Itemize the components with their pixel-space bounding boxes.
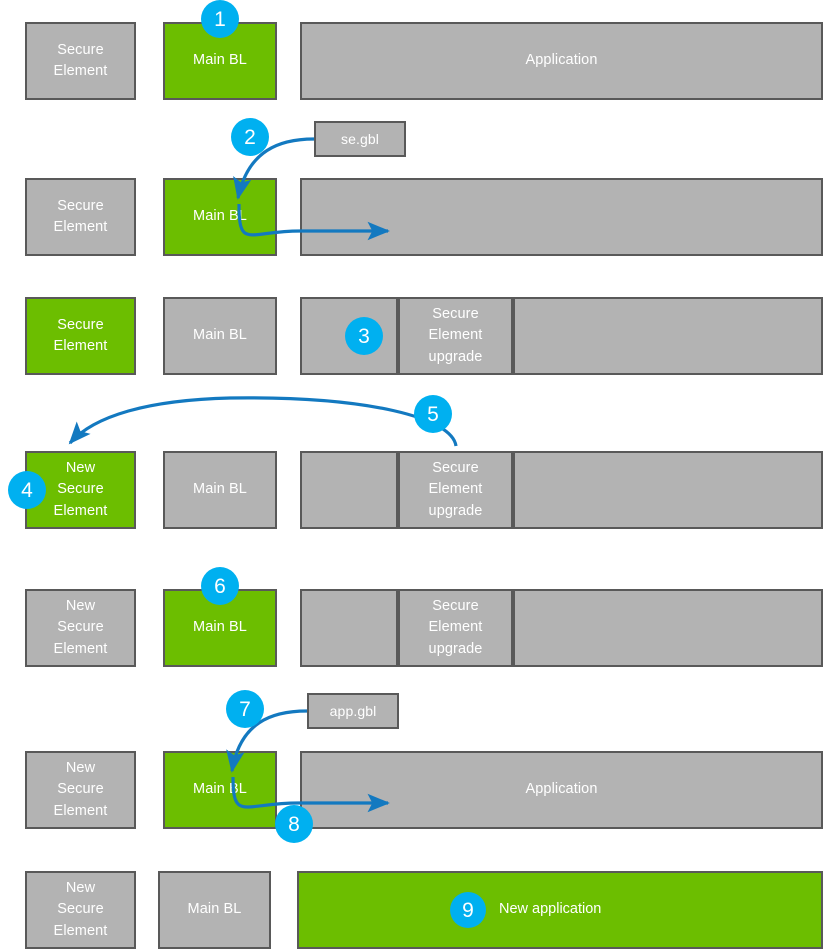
row7-main-bl-box: Main BL bbox=[158, 871, 271, 949]
row2-application-box bbox=[300, 178, 823, 256]
row2-secure-element-box: Secure Element bbox=[25, 178, 136, 256]
row7-new-application-box bbox=[297, 871, 823, 949]
row3-app-segment-right bbox=[513, 297, 823, 375]
row5-app-segment-right bbox=[513, 589, 823, 667]
step-badge-4: 4 bbox=[8, 471, 46, 509]
row2-main-bl-box: Main BL bbox=[163, 178, 277, 256]
row6-new-secure-element-box: New Secure Element bbox=[25, 751, 136, 829]
row5-new-secure-element-box: New Secure Element bbox=[25, 589, 136, 667]
row6-app-gbl-file-box: app.gbl bbox=[307, 693, 399, 729]
row4-app-segment-right bbox=[513, 451, 823, 529]
row1-secure-element-box: Secure Element bbox=[25, 22, 136, 100]
row4-app-segment-left bbox=[300, 451, 398, 529]
step-badge-9: 9 bbox=[450, 892, 486, 928]
row3-secure-element-box: Secure Element bbox=[25, 297, 136, 375]
row3-secure-element-upgrade-segment: Secure Element upgrade bbox=[398, 297, 513, 375]
row7-new-secure-element-box: New Secure Element bbox=[25, 871, 136, 949]
step-badge-3: 3 bbox=[345, 317, 383, 355]
row2-se-gbl-file-box: se.gbl bbox=[314, 121, 406, 157]
row3-main-bl-box: Main BL bbox=[163, 297, 277, 375]
step-badge-8: 8 bbox=[275, 805, 313, 843]
row1-application-box: Application bbox=[300, 22, 823, 100]
row6-main-bl-box: Main BL bbox=[163, 751, 277, 829]
step-badge-7: 7 bbox=[226, 690, 264, 728]
step-badge-1: 1 bbox=[201, 0, 239, 38]
step-badge-6: 6 bbox=[201, 567, 239, 605]
row7-new-application-label: New application bbox=[499, 901, 602, 917]
arrow-se-upgrade-to-new-secure-element bbox=[68, 396, 458, 447]
row5-app-segment-left bbox=[300, 589, 398, 667]
row5-secure-element-upgrade-segment: Secure Element upgrade bbox=[398, 589, 513, 667]
row4-main-bl-box: Main BL bbox=[163, 451, 277, 529]
step-badge-2: 2 bbox=[231, 118, 269, 156]
row4-secure-element-upgrade-segment: Secure Element upgrade bbox=[398, 451, 513, 529]
step-badge-5: 5 bbox=[414, 395, 452, 433]
row6-application-box: Application bbox=[300, 751, 823, 829]
